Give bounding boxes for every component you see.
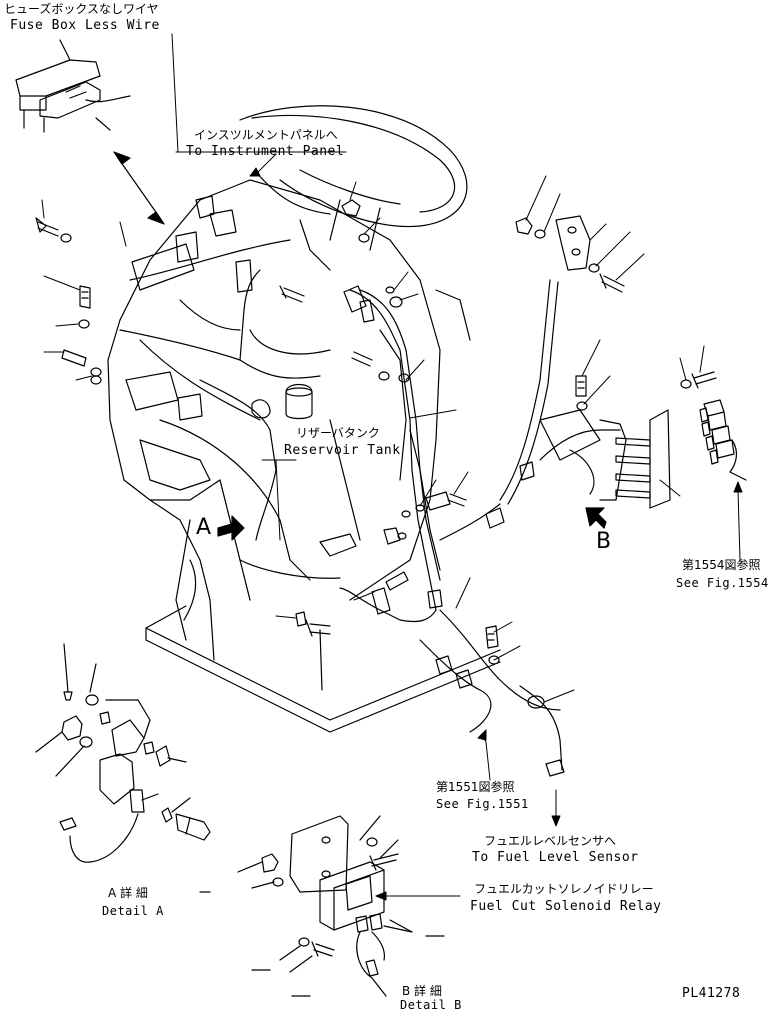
fig1551-label-en: See Fig.1551 — [436, 797, 529, 811]
marker-b: B — [596, 529, 612, 554]
detail-a-label-en: Detail A — [102, 904, 164, 918]
reservoir-label-en: Reservoir Tank — [284, 443, 401, 458]
arrow-b-icon — [585, 507, 607, 529]
steering-wheel — [239, 105, 468, 251]
leader-lines — [41, 33, 743, 901]
relay-label-en: Fuel Cut Solenoid Relay — [470, 899, 662, 914]
instrument-panel-label-jp: インスツルメントパネルへ — [194, 128, 338, 142]
marker-a: A — [196, 515, 212, 540]
relay-label-jp: フュエルカットソレノイドリレー — [474, 882, 654, 896]
arrow-a-icon — [217, 515, 245, 541]
double-arrow-icon — [113, 151, 165, 225]
fuse-box-label-jp: ヒューズボックスなしワイヤ — [4, 2, 159, 16]
instrument-panel-label-en: To Instrument Panel — [186, 144, 345, 159]
fuse-box-wire-part — [15, 39, 131, 133]
fuel-level-label-en: To Fuel Level Sensor — [472, 850, 639, 865]
fig1554-label-en: See Fig.1554 — [676, 576, 769, 590]
wire-harness — [119, 219, 621, 771]
detail-b-label-en: Detail B — [400, 998, 462, 1012]
part-code: PL41278 — [682, 986, 741, 1001]
fig1551-label-jp: 第1551図参照 — [436, 780, 515, 794]
detail-b-drawing — [199, 815, 445, 997]
reservoir-label-jp: リザーバタンク — [296, 426, 380, 440]
detail-a-drawing — [35, 643, 211, 863]
steering-console-body — [107, 171, 471, 661]
detail-b-label-jp: B 詳 細 — [402, 984, 442, 998]
fuse-box-label-en: Fuse Box Less Wire — [10, 18, 160, 33]
fasteners — [35, 195, 747, 777]
detail-a-label-jp: A 詳 細 — [108, 886, 148, 900]
fig1554-label-jp: 第1554図参照 — [682, 558, 761, 572]
fuel-level-label-jp: フュエルレベルセンサへ — [484, 834, 617, 848]
